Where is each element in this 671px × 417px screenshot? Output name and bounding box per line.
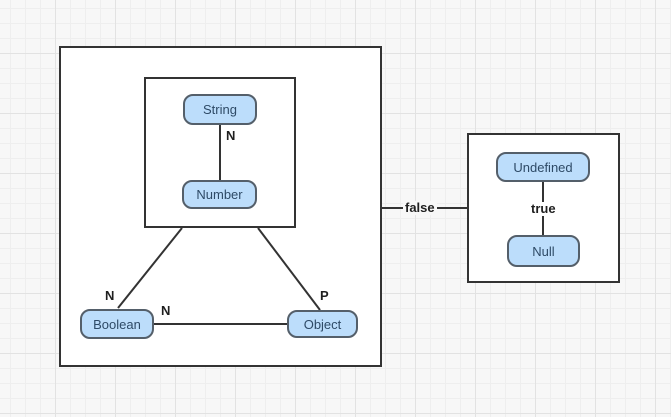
node-object-label: Object — [303, 316, 342, 332]
edge-label-object-top[interactable]: P — [320, 288, 329, 303]
node-undefined-label: Undefined — [513, 159, 573, 175]
node-boolean[interactable]: Boolean — [80, 309, 154, 339]
node-null-label: Null — [532, 243, 555, 259]
edge-label-boolean-object[interactable]: N — [161, 303, 171, 318]
node-string-label: String — [203, 102, 237, 117]
node-undefined[interactable]: Undefined — [496, 152, 590, 182]
node-null[interactable]: Null — [507, 235, 580, 267]
edge-label-boolean-top[interactable]: N — [105, 288, 115, 303]
edge-label-false[interactable]: false — [403, 200, 437, 215]
node-object[interactable]: Object — [287, 310, 358, 338]
node-string[interactable]: String — [183, 94, 257, 125]
edge-label-true[interactable]: true — [528, 202, 559, 216]
node-number[interactable]: Number — [182, 180, 257, 209]
node-number-label: Number — [196, 187, 243, 202]
edge-label-string-number[interactable]: N — [226, 128, 236, 143]
node-boolean-label: Boolean — [93, 316, 141, 332]
